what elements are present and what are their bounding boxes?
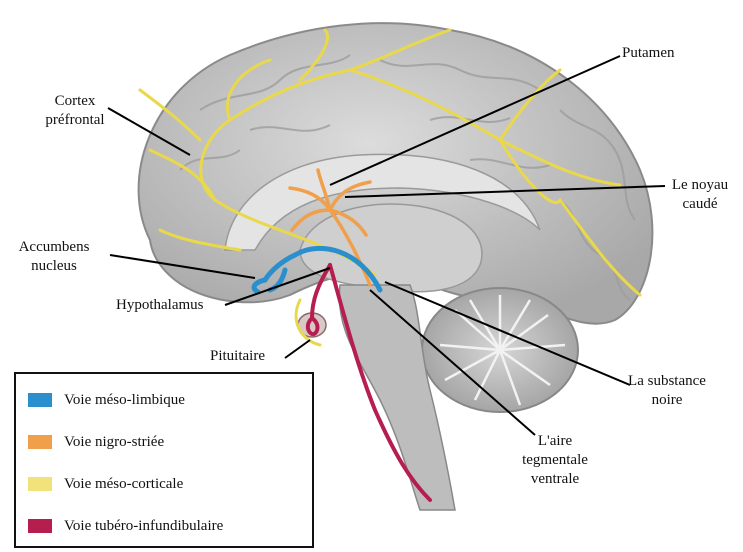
legend-swatch	[28, 393, 52, 407]
label-putamen: Putamen	[622, 44, 675, 63]
label-hypothalamus: Hypothalamus	[116, 296, 204, 315]
legend-swatch	[28, 477, 52, 491]
legend-label: Voie nigro-striée	[64, 432, 164, 452]
legend-swatch	[28, 519, 52, 533]
legend-label: Voie méso-limbique	[64, 390, 185, 410]
legend-label: Voie méso-corticale	[64, 474, 183, 494]
legend-label: Voie tubéro-infundibulaire	[64, 516, 223, 536]
legend-swatch	[28, 435, 52, 449]
label-pituitary: Pituitaire	[210, 347, 265, 366]
legend: Voie méso-limbique Voie nigro-striée Voi…	[14, 372, 314, 548]
